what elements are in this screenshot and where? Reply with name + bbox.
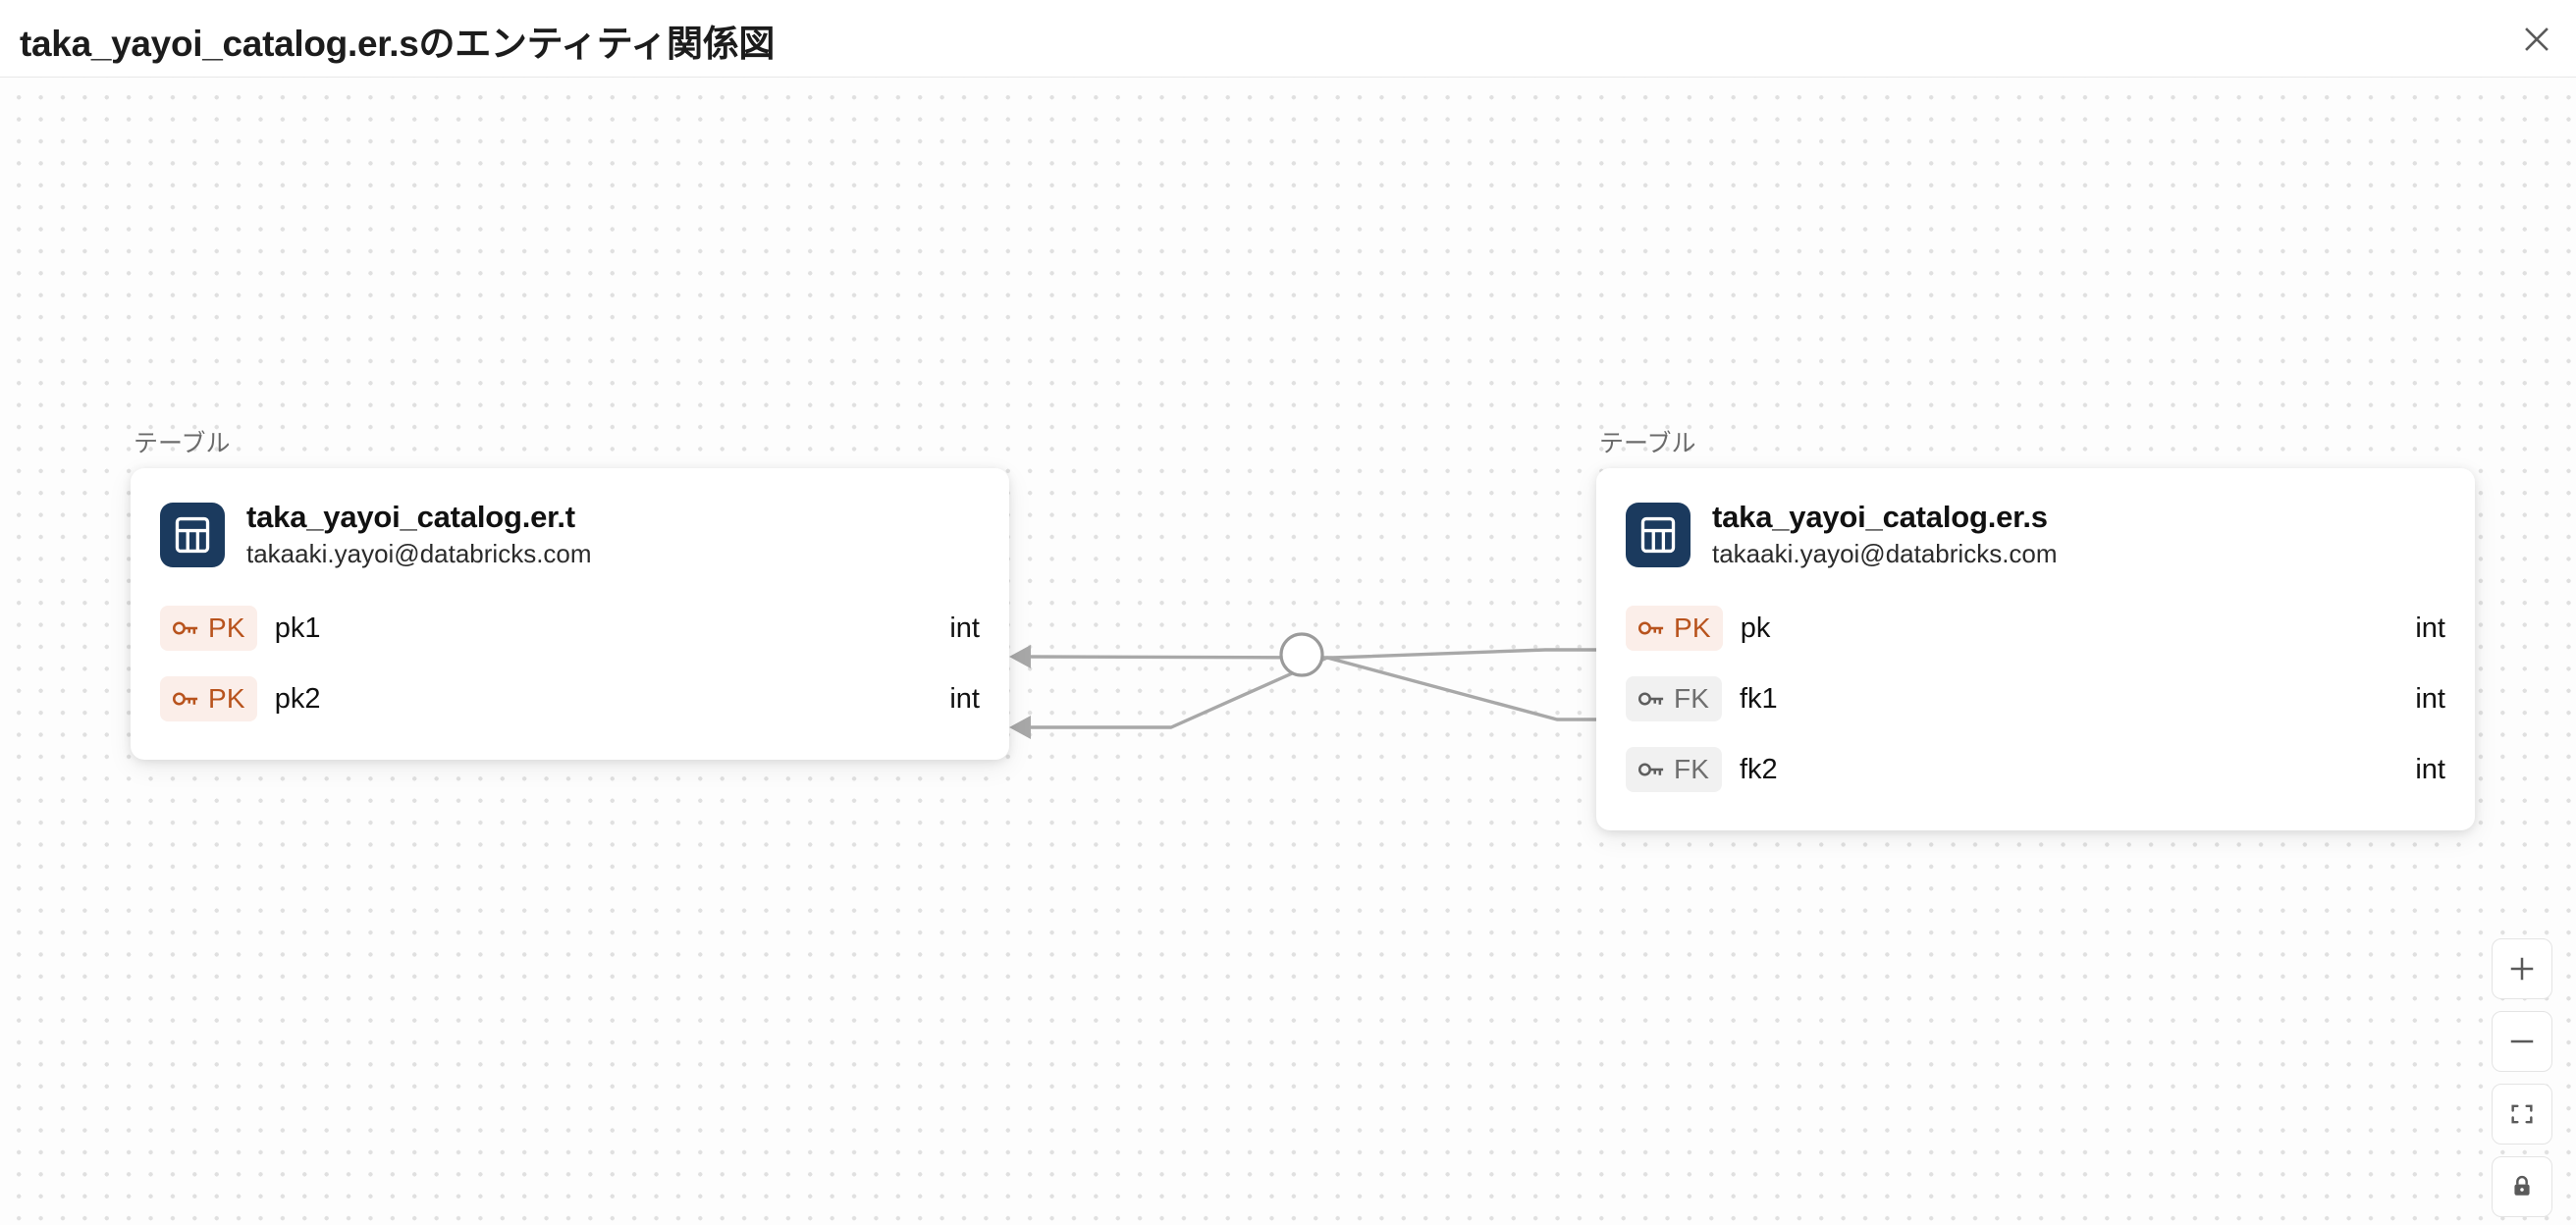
edge-arrowhead-pk1 (1009, 645, 1031, 668)
fk-badge: FK (1626, 676, 1722, 722)
pk-badge: PK (160, 676, 257, 722)
fit-view-button[interactable] (2492, 1084, 2552, 1145)
er-diagram-canvas[interactable]: テーブル taka_yayoi_catalog.er.t takaaki.yay… (0, 78, 2576, 1225)
table-owner: takaaki.yayoi@databricks.com (1712, 538, 2058, 568)
lock-button[interactable] (2492, 1156, 2552, 1217)
table-glyph-icon (175, 516, 210, 553)
table-card-header: taka_yayoi_catalog.er.t takaaki.yayoi@da… (131, 494, 1009, 593)
table-group-er-s: テーブル taka_yayoi_catalog.er.s takaaki.yay… (1596, 424, 2475, 831)
table-name: taka_yayoi_catalog.er.s (1712, 500, 2048, 534)
table-card-er-s[interactable]: taka_yayoi_catalog.er.s takaaki.yayoi@da… (1596, 468, 2475, 831)
key-icon (172, 621, 198, 635)
key-icon (1637, 763, 1664, 776)
plus-icon (2510, 957, 2534, 981)
column-type: int (949, 682, 980, 715)
column-name: pk1 (274, 612, 321, 644)
relationship-junction-node[interactable] (1279, 632, 1324, 677)
pk-badge: PK (1626, 606, 1723, 652)
canvas-controls (2492, 938, 2552, 1217)
fit-view-icon (2511, 1104, 2533, 1124)
edge-arrowhead-pk2 (1009, 716, 1031, 739)
key-badge-label: FK (1674, 754, 1710, 785)
key-icon (1637, 692, 1664, 706)
zoom-out-button[interactable] (2492, 1011, 2552, 1072)
table-row[interactable]: FK fk1 int (1596, 664, 2475, 734)
zoom-in-button[interactable] (2492, 938, 2552, 999)
column-name: pk2 (274, 682, 321, 715)
table-group-er-t: テーブル taka_yayoi_catalog.er.t takaaki.yay… (131, 424, 1009, 761)
table-group-label: テーブル (134, 430, 231, 457)
table-row[interactable]: FK fk2 int (1596, 734, 2475, 805)
close-icon (2525, 27, 2549, 51)
column-type: int (2415, 753, 2445, 785)
lock-icon (2514, 1175, 2530, 1196)
close-button[interactable] (2513, 16, 2560, 63)
table-owner: takaaki.yayoi@databricks.com (246, 538, 592, 568)
key-badge-label: PK (208, 683, 245, 715)
modal-header: taka_yayoi_catalog.er.sのエンティティ関係図 (0, 0, 2576, 78)
table-card-er-t[interactable]: taka_yayoi_catalog.er.t takaaki.yayoi@da… (131, 468, 1009, 761)
table-name: taka_yayoi_catalog.er.t (246, 500, 575, 534)
column-type: int (2415, 612, 2445, 644)
table-row[interactable]: PK pk2 int (131, 664, 1009, 734)
key-icon (172, 692, 198, 706)
key-badge-label: PK (1674, 612, 1711, 644)
table-group-label: テーブル (1599, 430, 1696, 457)
column-name: pk (1740, 612, 1771, 644)
column-type: int (949, 612, 980, 644)
minus-icon (2510, 1039, 2534, 1043)
column-name: fk1 (1740, 682, 1778, 715)
table-icon (160, 502, 225, 567)
table-row[interactable]: PK pk1 int (131, 593, 1009, 664)
edge-fk2-to-pk2 (1024, 656, 1596, 729)
pk-badge: PK (160, 606, 257, 652)
edge-fk1-to-pk1 (1023, 648, 1596, 660)
table-icon (1626, 502, 1690, 567)
table-card-header: taka_yayoi_catalog.er.s takaaki.yayoi@da… (1596, 494, 2475, 593)
table-row[interactable]: PK pk int (1596, 593, 2475, 664)
key-badge-label: FK (1674, 683, 1710, 715)
fk-badge: FK (1626, 747, 1722, 793)
column-type: int (2415, 682, 2445, 715)
key-icon (1637, 621, 1664, 635)
table-glyph-icon (1640, 516, 1676, 553)
page-title: taka_yayoi_catalog.er.sのエンティティ関係図 (20, 24, 776, 64)
key-badge-label: PK (208, 612, 245, 644)
column-name: fk2 (1740, 753, 1778, 785)
